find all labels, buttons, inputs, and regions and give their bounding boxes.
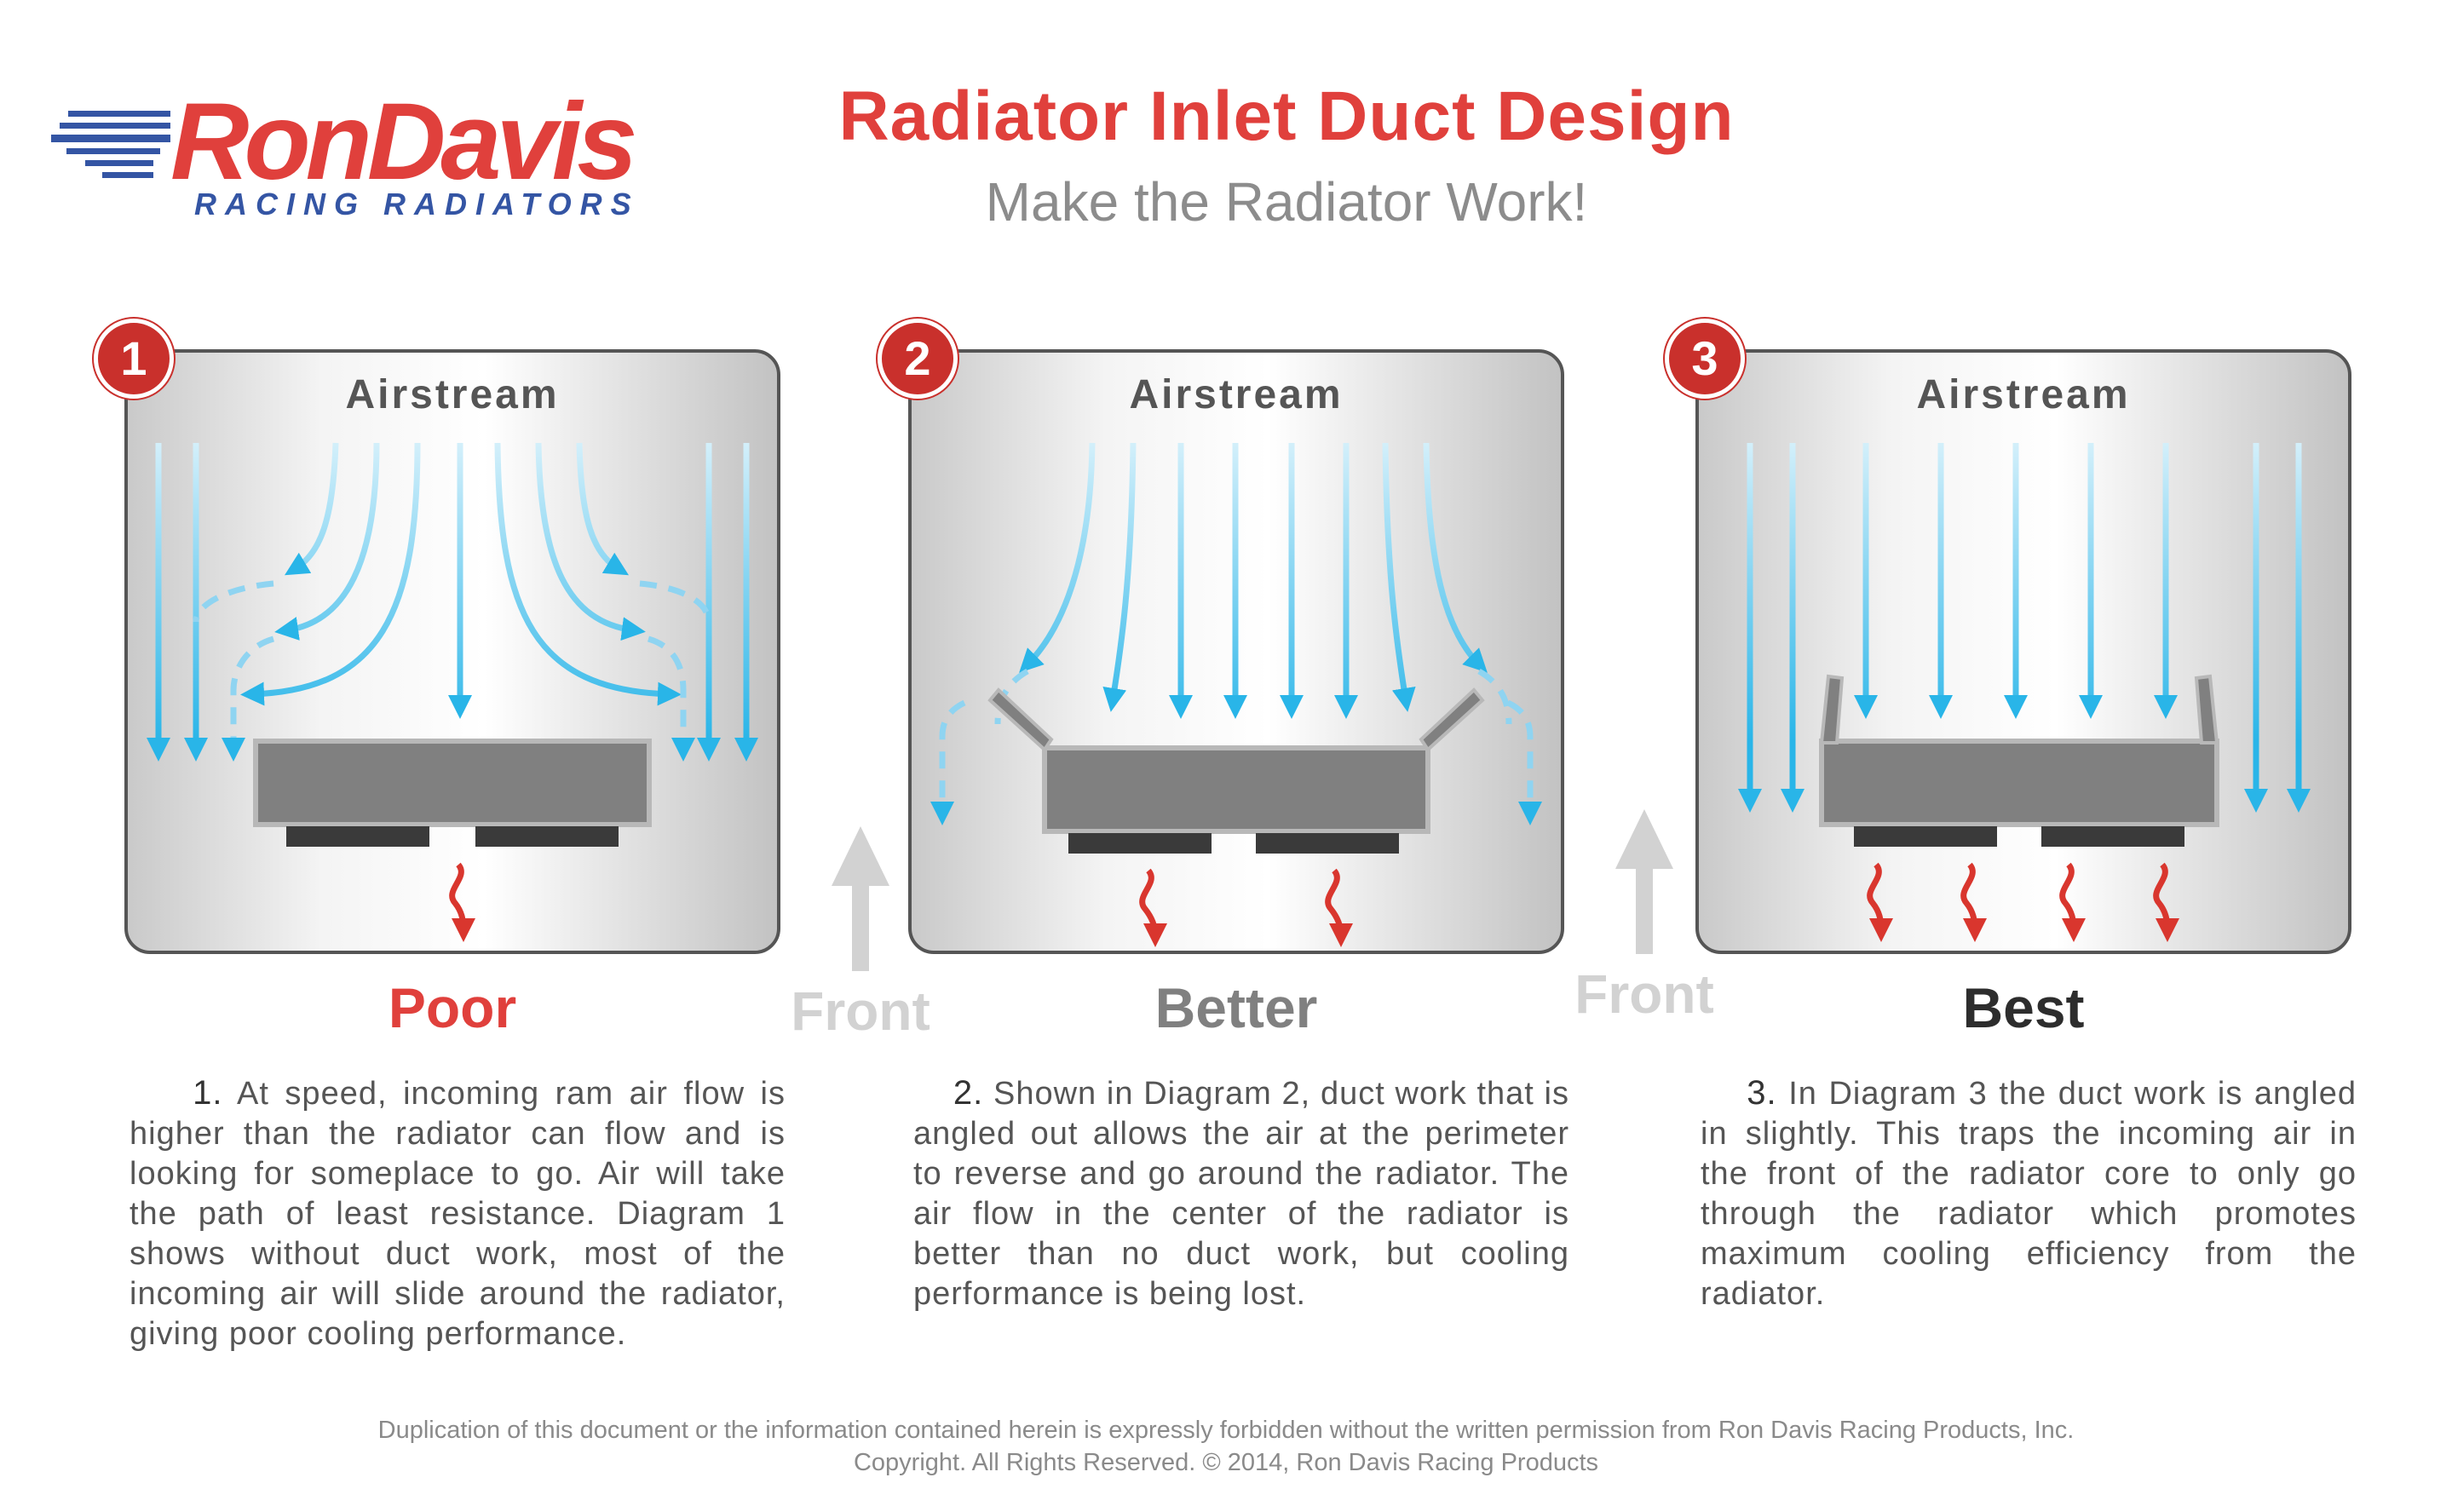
diagram-3-heat-arrow-3 [2059,862,2086,942]
diagram-3: 3 Airstream [1665,319,2351,954]
description-1-number: 1. [193,1074,223,1112]
description-1-text: At speed, incoming ram air flow is highe… [130,1076,786,1352]
front-label-2: Front [1574,963,1714,1025]
diagram-1-air-arrows [147,442,758,762]
rating-best: Best [1962,976,2085,1039]
front-indicator-1: Front [767,826,954,1048]
diagram-2-duct-left [987,687,1054,753]
diagram-3-duct-left [1819,674,1845,745]
diagram-2-airstream-label: Airstream [1129,372,1344,417]
logo-graphic: RonDavis RACING RADIATORS [51,81,640,221]
description-3-text: In Diagram 3 the duct work is angled in … [1701,1076,2357,1312]
diagram-3-fan-left [1854,826,1997,847]
page-title: Radiator Inlet Duct Design [838,78,1735,155]
diagram-1-graphic [124,349,780,954]
diagram-3-airstream-label: Airstream [1916,372,2131,417]
diagram-1-fan-left [286,826,429,847]
diagram-3-badge: 3 [1665,319,1745,399]
diagram-2-heat-arrow-right [1325,868,1353,947]
diagram-1-badge: 1 [94,319,174,399]
footer-disclaimer: Duplication of this document or the info… [377,1417,2075,1444]
diagram-3-heat-arrow-1 [1867,862,1893,942]
description-2: 2. Shown in Diagram 2, duct work that is… [913,1073,1569,1314]
diagram-3-duct-right [2194,674,2219,745]
diagram-3-heat-arrow-2 [1960,862,1987,942]
logo-speed-stripes [51,111,170,178]
diagram-2: 2 Airstream [878,319,1564,954]
up-arrow-icon [832,826,889,971]
rating-poor: Poor [388,976,517,1039]
diagram-3-graphic [1695,349,2351,954]
diagram-2-heat-arrow-left [1139,868,1167,947]
description-3-number: 3. [1747,1074,1777,1112]
description-2-text: Shown in Diagram 2, duct work that is an… [913,1076,1570,1312]
logo-brand: RonDavis [170,81,634,203]
diagram-3-radiator [1819,739,2219,827]
diagram-1-frame [124,349,780,954]
description-3: 3. In Diagram 3 the duct work is angled … [1701,1073,2357,1314]
diagram-2-air-arrows [1019,442,1488,719]
diagram-2-badge: 2 [878,319,958,399]
diagram-3-heat-arrow-4 [2153,862,2179,942]
diagram-1-fan-right [475,826,619,847]
front-arrow-1 [832,826,889,971]
diagram-2-fan-left [1068,833,1212,854]
diagram-2-radiator [1042,745,1430,834]
diagram-3-fan-right [2041,826,2184,847]
rating-better: Better [1154,976,1318,1039]
page-subtitle: Make the Radiator Work! [985,171,1588,233]
description-1: 1. At speed, incoming ram air flow is hi… [130,1073,786,1354]
up-arrow-icon [1615,809,1673,954]
diagram-2-fan-right [1256,833,1399,854]
logo: RonDavis RACING RADIATORS [51,60,699,221]
logo-tagline: RACING RADIATORS [194,187,640,221]
front-arrow-2 [1615,809,1673,954]
diagram-1-heat-arrow [449,862,475,942]
diagram-1-airstream-label: Airstream [345,372,560,417]
front-indicator-2: Front [1551,809,1738,1031]
diagram-1-radiator [253,739,652,827]
front-label-1: Front [791,980,930,1042]
footer: Duplication of this document or the info… [0,1414,2452,1479]
description-2-number: 2. [953,1074,984,1112]
diagram-2-graphic [908,349,1564,954]
diagram-3-air-arrows [1738,443,2311,813]
diagram-1: 1 Airstream [94,319,780,954]
footer-copyright: Copyright. All Rights Reserved. © 2014, … [853,1449,1599,1476]
diagram-2-duct-right [1419,687,1485,753]
diagram-1-diverted-air [193,580,712,762]
